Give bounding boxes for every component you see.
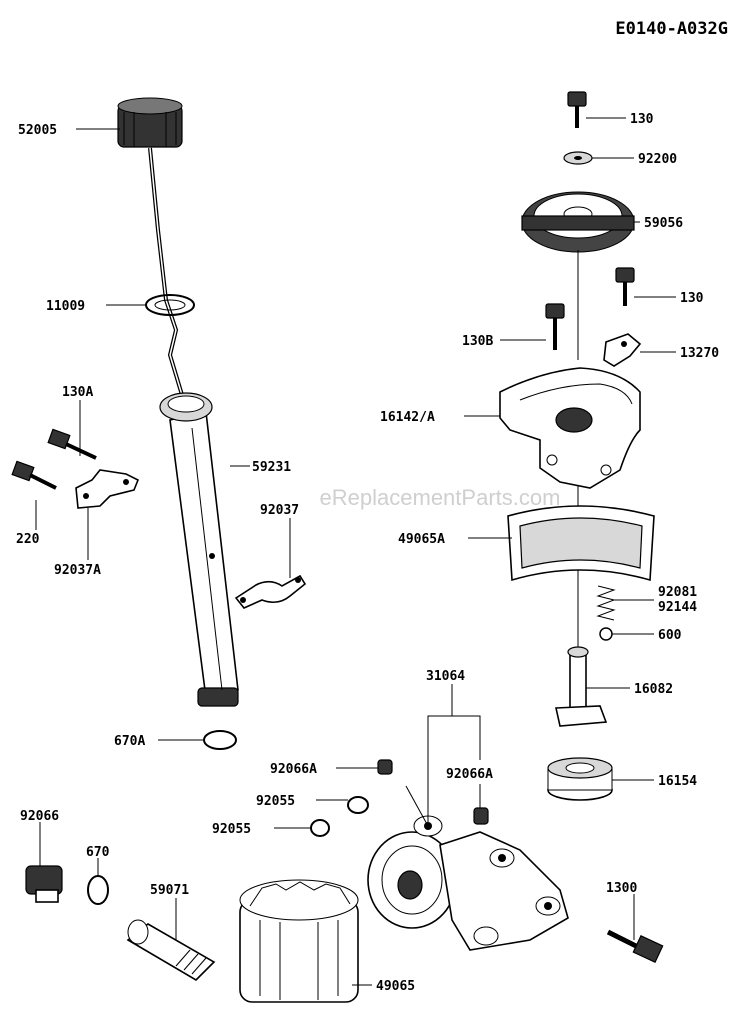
label-670: 670 (86, 845, 110, 860)
bolt-130A[interactable] (47, 428, 97, 460)
label-130-mid: 130 (680, 291, 704, 306)
label-59071: 59071 (150, 883, 189, 898)
label-92144: 92144 (658, 600, 697, 615)
label-92200: 92200 (638, 152, 677, 167)
pump-cover-16142A[interactable] (499, 367, 641, 489)
label-16154: 16154 (658, 774, 697, 789)
label-92055-a: 92055 (256, 794, 295, 809)
bolt-1300[interactable] (606, 929, 664, 964)
plate-13270[interactable] (603, 333, 642, 367)
bolt-130B[interactable] (545, 303, 565, 350)
bolt-130-top[interactable] (567, 91, 587, 128)
clamp-92037[interactable] (234, 574, 307, 609)
dipstick-cap-52005[interactable] (117, 97, 183, 148)
pipe-59071[interactable] (126, 919, 216, 982)
ball-600[interactable] (599, 627, 613, 641)
outer-rotor-16154[interactable] (547, 757, 613, 801)
label-59231: 59231 (252, 460, 291, 475)
label-92066A-left: 92066A (270, 762, 317, 777)
dipstick-rod (148, 147, 184, 396)
bolt-130-mid[interactable] (615, 267, 635, 306)
label-130A: 130A (62, 385, 93, 400)
label-16082: 16082 (634, 682, 673, 697)
washer-92200[interactable] (563, 151, 593, 165)
spring-92081[interactable] (596, 585, 616, 621)
label-130-top: 130 (630, 112, 654, 127)
gear-59056[interactable] (521, 191, 635, 253)
o-ring-92055-a[interactable] (347, 796, 369, 814)
label-49065A: 49065A (398, 532, 445, 547)
drain-plug-92066[interactable] (25, 865, 63, 903)
leader-lines (35, 117, 676, 986)
label-92066: 92066 (20, 809, 59, 824)
plug-92066A-left[interactable] (377, 759, 393, 775)
label-92081: 92081 (658, 585, 697, 600)
label-92055-b: 92055 (212, 822, 251, 837)
oil-fill-tube-59231[interactable] (159, 392, 239, 707)
label-49065: 49065 (376, 979, 415, 994)
label-92066A-right: 92066A (446, 767, 493, 782)
screen-49065A[interactable] (507, 505, 655, 582)
label-130B: 130B (462, 334, 493, 349)
label-92037: 92037 (260, 503, 299, 518)
label-52005: 52005 (18, 123, 57, 138)
bolt-220[interactable] (11, 460, 57, 490)
label-16142A: 16142/A (380, 410, 435, 425)
label-220: 220 (16, 532, 40, 547)
pump-housing-31064[interactable] (367, 815, 569, 951)
rotor-shaft-16082[interactable] (555, 646, 608, 727)
label-11009: 11009 (46, 299, 85, 314)
label-13270: 13270 (680, 346, 719, 361)
label-600: 600 (658, 628, 682, 643)
o-ring-92055-b[interactable] (310, 819, 330, 837)
diagram-code: E0140-A032G (615, 19, 728, 39)
label-92037A: 92037A (54, 563, 101, 578)
label-31064: 31064 (426, 669, 465, 684)
label-59056: 59056 (644, 216, 683, 231)
label-1300: 1300 (606, 881, 637, 896)
o-ring-670[interactable] (87, 875, 109, 905)
watermark: eReplacementParts.com (320, 485, 561, 510)
label-670A: 670A (114, 734, 145, 749)
o-ring-670A[interactable] (203, 730, 237, 750)
oil-filter-49065[interactable] (239, 879, 359, 1003)
plug-92066A-right[interactable] (473, 807, 489, 825)
bracket-92037A[interactable] (75, 469, 140, 509)
